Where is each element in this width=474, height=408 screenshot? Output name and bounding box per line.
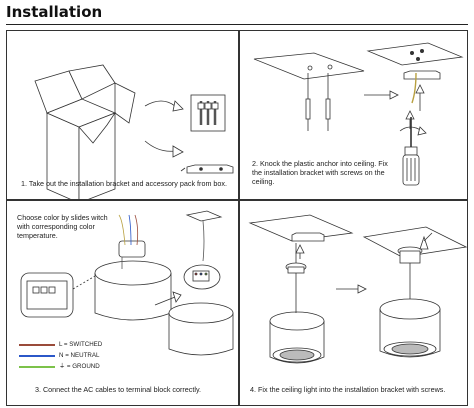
plastic-anchor-right bbox=[325, 98, 331, 120]
step-2-illustration bbox=[253, 42, 464, 186]
ceiling-plate-left bbox=[248, 214, 354, 242]
step-4-caption: 4. Fix the ceiling light into the instal… bbox=[250, 385, 446, 394]
arrow-to-bracket bbox=[144, 140, 184, 158]
step-4-panel: 4. Fix the ceiling light into the instal… bbox=[239, 200, 468, 406]
plastic-anchor-left bbox=[305, 98, 311, 120]
terminal-block-closeup bbox=[20, 272, 74, 318]
page-title: Installation bbox=[6, 3, 103, 21]
step-1-panel: 1. Take out the installation bracket and… bbox=[6, 30, 239, 200]
arrow-right bbox=[154, 291, 182, 306]
neutral-wire-swatch bbox=[19, 355, 55, 357]
legend-label-live: L = SWITCHED bbox=[59, 341, 103, 348]
cylinder-light-left bbox=[94, 214, 172, 321]
legend-label-ground: ⏚ = GROUND bbox=[59, 363, 100, 370]
step-3-illustration bbox=[20, 210, 234, 356]
step-3-caption: 3. Connect the AC cables to terminal blo… bbox=[35, 385, 202, 394]
accessory-pack bbox=[190, 94, 226, 132]
arrow-to-screws bbox=[144, 100, 184, 112]
arrow-right bbox=[364, 90, 399, 100]
step-1-caption: 1. Take out the installation bracket and… bbox=[21, 179, 228, 188]
bracket-mounted bbox=[403, 70, 441, 80]
ceiling-light-left bbox=[269, 311, 325, 364]
arrow-right bbox=[336, 284, 367, 294]
live-wire-swatch bbox=[19, 344, 55, 346]
ceiling-plate-right bbox=[362, 226, 467, 258]
step-3-panel: Choose color by slides witch with corres… bbox=[6, 200, 239, 406]
step-2-panel: 2. Knock the plastic anchor into ceiling… bbox=[239, 30, 468, 200]
title-divider bbox=[6, 24, 468, 25]
screwdriver bbox=[402, 117, 420, 186]
ceiling-light-right bbox=[379, 298, 441, 358]
step-2-caption: 2. Knock the plastic anchor into ceiling… bbox=[252, 159, 388, 186]
step-1-illustration bbox=[34, 64, 234, 199]
legend-label-neutral: N = NEUTRAL bbox=[59, 352, 100, 359]
carton-box bbox=[34, 64, 136, 199]
cylinder-light-right bbox=[168, 210, 234, 356]
color-temperature-note: Choose color by slides witch with corres… bbox=[17, 213, 108, 240]
installation-bracket bbox=[180, 164, 234, 174]
ground-wire-swatch bbox=[19, 366, 55, 368]
step-4-illustration bbox=[248, 214, 467, 364]
ceiling-plate-right bbox=[366, 42, 464, 66]
